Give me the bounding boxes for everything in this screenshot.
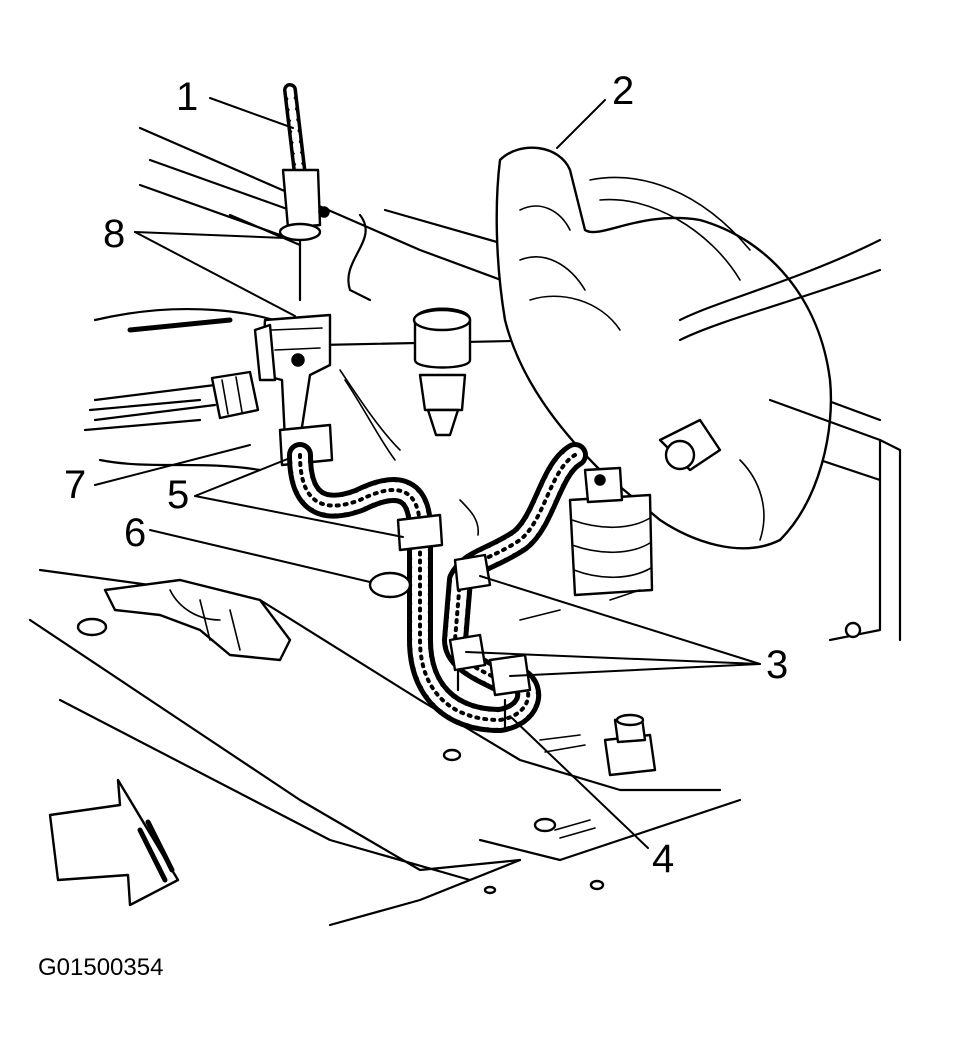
callout-5: 5 bbox=[167, 473, 189, 517]
frame-rail bbox=[768, 398, 902, 642]
leader-3b bbox=[465, 651, 761, 665]
detail-hatching bbox=[127, 317, 641, 839]
leader-6 bbox=[149, 529, 371, 583]
leader-4 bbox=[511, 717, 649, 849]
figure-code: G01500354 bbox=[38, 954, 163, 981]
upper-cable bbox=[278, 83, 330, 302]
leader-5b bbox=[194, 495, 404, 538]
leader-1 bbox=[209, 97, 294, 129]
callout-6: 6 bbox=[124, 511, 146, 555]
leader-7 bbox=[94, 444, 251, 486]
callout-3: 3 bbox=[766, 643, 788, 687]
leader-8a bbox=[134, 231, 286, 239]
junction-block bbox=[253, 313, 334, 467]
callout-7: 7 bbox=[64, 463, 86, 507]
leader-3c bbox=[509, 663, 761, 677]
leader-8b bbox=[134, 231, 296, 317]
callout-labels: 1 2 3 4 5 6 7 8 bbox=[64, 69, 788, 881]
strut-mount bbox=[568, 466, 654, 597]
mounting-nut bbox=[603, 713, 657, 777]
leader-2 bbox=[556, 99, 606, 149]
leader-5a bbox=[194, 457, 291, 497]
bleeder-fittings bbox=[412, 307, 472, 437]
callout-2: 2 bbox=[612, 69, 634, 113]
lower-crossmember bbox=[76, 571, 605, 895]
leader-3a bbox=[479, 575, 761, 665]
hose-clips bbox=[396, 513, 532, 732]
callout-8: 8 bbox=[103, 212, 125, 256]
steel-brake-line bbox=[93, 370, 260, 422]
leader-lines bbox=[94, 97, 761, 849]
callout-1: 1 bbox=[176, 75, 198, 119]
callout-4: 4 bbox=[652, 837, 674, 881]
front-arrow-icon bbox=[48, 778, 180, 907]
